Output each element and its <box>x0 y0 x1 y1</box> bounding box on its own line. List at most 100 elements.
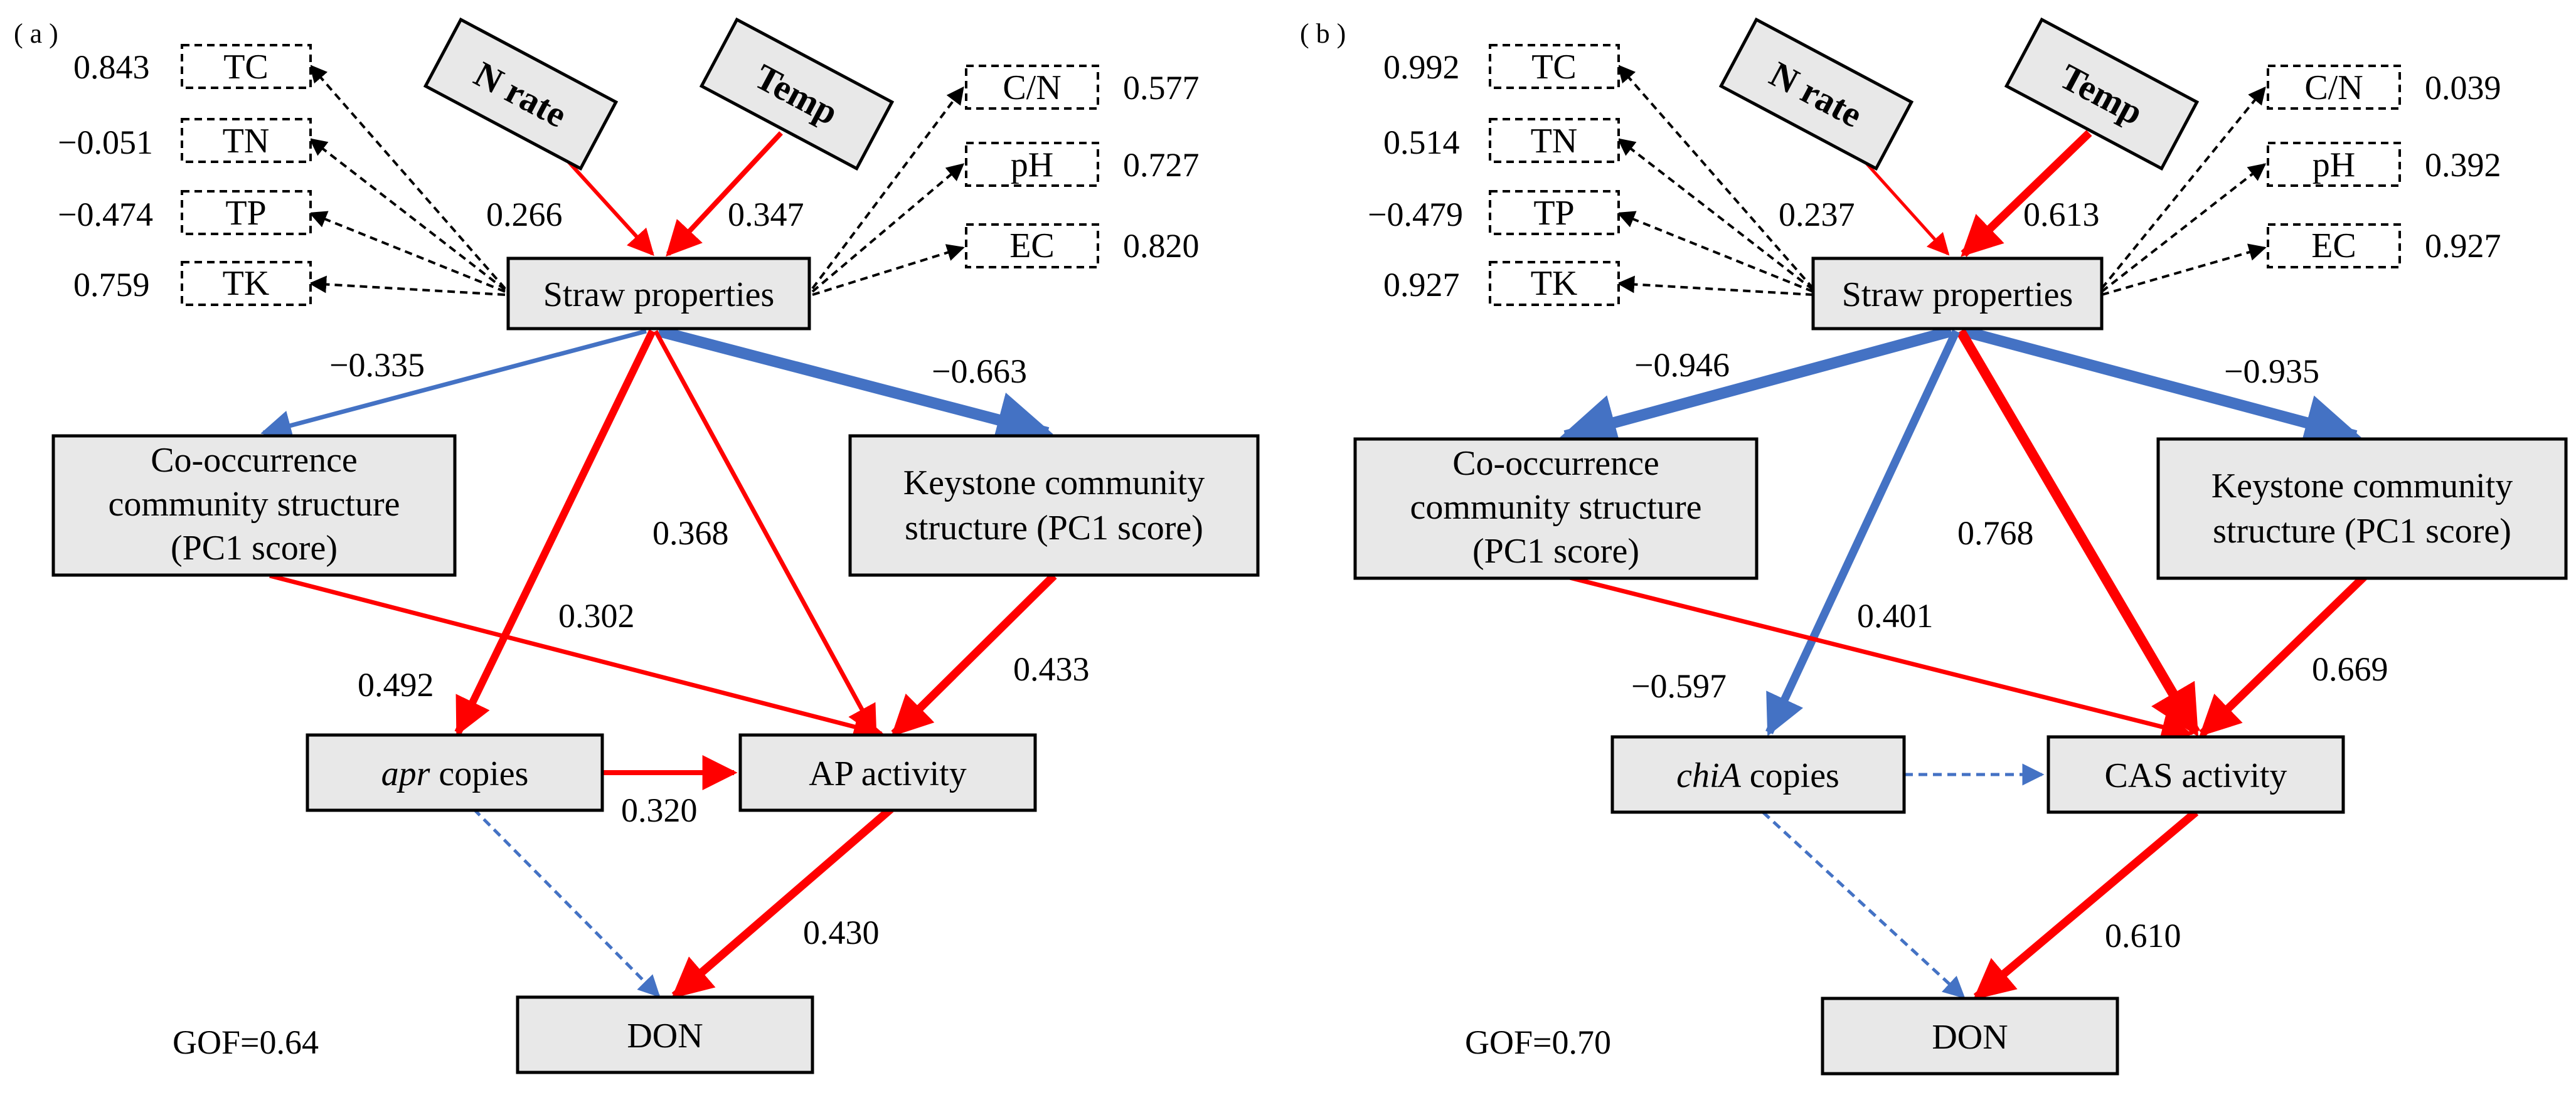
gene-label: chiA copies <box>1676 756 1839 795</box>
tc-label: TC <box>1531 48 1577 87</box>
arrow-straw-enzyme <box>1956 328 2200 737</box>
ec-box <box>965 223 1099 268</box>
straw-label: Straw properties <box>543 275 775 314</box>
loading-cn: 0.039 <box>2425 69 2501 107</box>
straw-node <box>1811 257 2104 331</box>
arrow-straw-keystone <box>657 325 1053 448</box>
coef-enzyme-don: 0.610 <box>2105 917 2181 955</box>
ph-label: pH <box>2313 145 2355 184</box>
ec-box <box>2267 223 2401 268</box>
tn-box <box>1489 118 1620 163</box>
coef-straw-keystone: −0.663 <box>932 352 1027 390</box>
coef-straw-enzyme: 0.768 <box>1957 514 2034 552</box>
straw-node <box>506 257 811 331</box>
tn-box <box>181 118 312 163</box>
enzyme-node <box>2046 735 2345 814</box>
loading-tn: 0.514 <box>1383 124 1460 161</box>
cooc-line-3: (PC1 score) <box>1472 532 1639 571</box>
coef-straw-gene: −0.597 <box>1631 667 1727 705</box>
tn-label: TN <box>223 122 270 161</box>
coef-keystone-enzyme: 0.433 <box>1013 650 1090 688</box>
tc-label: TC <box>223 48 269 87</box>
tk-label: TK <box>223 264 270 303</box>
arrow-gene-don <box>1762 811 1966 999</box>
ph-box <box>965 142 1099 187</box>
arrow-cooc-enzyme <box>1562 573 2193 742</box>
property-loadings <box>1617 64 2267 296</box>
cn-box <box>2267 65 2401 110</box>
gof-label: GOF=0.70 <box>1465 1024 1611 1061</box>
keystone-node <box>848 434 1260 577</box>
loading-ph: 0.727 <box>1123 146 1200 184</box>
tn-label: TN <box>1531 122 1578 161</box>
enzyme-node <box>738 733 1037 812</box>
loading-tp: −0.479 <box>1368 196 1463 233</box>
keystone-line-1: Keystone community <box>903 463 1205 502</box>
nrate-node: N rate <box>1718 17 1914 171</box>
keystone-line-1: Keystone community <box>2211 467 2513 505</box>
tc-box <box>1489 44 1620 89</box>
don-node <box>1821 997 2119 1076</box>
panel-b: ( b ) 0.992 TC 0.514 TN −0.479 <box>1300 17 2568 1076</box>
loading-ph: 0.392 <box>2425 146 2501 184</box>
ph-box <box>2267 142 2401 187</box>
tc-box <box>181 44 312 89</box>
loading-tc: 0.843 <box>73 48 150 86</box>
coef-straw-enzyme: 0.368 <box>652 514 729 552</box>
loading-tp: −0.474 <box>58 196 153 233</box>
coef-straw-cooc: −0.946 <box>1634 346 1730 384</box>
loading-cn: 0.577 <box>1123 69 1200 107</box>
arrow-temp-straw <box>666 131 783 257</box>
don-label: DON <box>1932 1018 2008 1057</box>
loading-ec: 0.927 <box>2425 227 2501 265</box>
right-properties: C/N 0.577 pH 0.727 EC 0.820 <box>965 65 1200 268</box>
loading-tk: 0.759 <box>73 266 150 304</box>
ec-label: EC <box>1009 226 1055 265</box>
tk-label: TK <box>1531 264 1578 303</box>
arrow-temp-straw <box>1961 130 2092 257</box>
coef-gene-enzyme: 0.320 <box>621 791 698 829</box>
straw-label: Straw properties <box>1842 275 2073 314</box>
enzyme-label: AP activity <box>809 754 966 793</box>
coef-straw-gene: 0.492 <box>358 666 434 704</box>
coef-keystone-enzyme: 0.669 <box>2312 650 2388 688</box>
arrow-keystone-enzyme <box>2199 573 2368 737</box>
don-label: DON <box>627 1017 703 1055</box>
arrow-enzyme-don <box>1973 809 2199 1000</box>
panel-label: ( b ) <box>1300 18 1346 49</box>
coef-nrate: 0.237 <box>1779 196 1855 233</box>
cooc-line-1: Co-occurrence <box>151 441 358 480</box>
arrow-gene-don <box>472 808 661 998</box>
keystone-line-2: structure (PC1 score) <box>2213 512 2511 551</box>
arrow-straw-gene <box>1765 329 1960 736</box>
cooc-line-2: community structure <box>108 485 400 524</box>
cooc-node <box>51 434 457 577</box>
cooc-line-1: Co-occurrence <box>1452 444 1659 483</box>
loading-ec: 0.820 <box>1123 227 1200 265</box>
enzyme-label: CAS activity <box>2105 756 2287 795</box>
loading-tn: −0.051 <box>58 124 153 161</box>
don-node <box>516 995 814 1074</box>
arrow-enzyme-don <box>671 806 894 999</box>
arrow-straw-cooc <box>1560 325 1953 450</box>
cn-label: C/N <box>1003 68 1061 107</box>
loading-tk: 0.927 <box>1383 266 1460 304</box>
panel-label: ( a ) <box>14 18 58 49</box>
temp-node: Temp <box>2004 17 2200 171</box>
loading-tc: 0.992 <box>1383 48 1460 86</box>
property-loadings <box>309 64 965 296</box>
arrow-straw-keystone <box>1962 325 2361 450</box>
ph-label: pH <box>1011 145 1053 184</box>
arrow-straw-cooc <box>260 329 647 441</box>
coef-temp: 0.347 <box>728 196 804 233</box>
tk-box <box>181 261 312 306</box>
gene-node <box>1610 735 1906 814</box>
keystone-node <box>2156 437 2568 580</box>
tp-label: TP <box>225 194 266 233</box>
coef-straw-keystone: −0.935 <box>2224 352 2319 390</box>
cooc-line-3: (PC1 score) <box>171 529 338 568</box>
tp-label: TP <box>1533 194 1574 233</box>
cn-box <box>965 65 1099 110</box>
arrow-cooc-enzyme <box>269 573 885 742</box>
